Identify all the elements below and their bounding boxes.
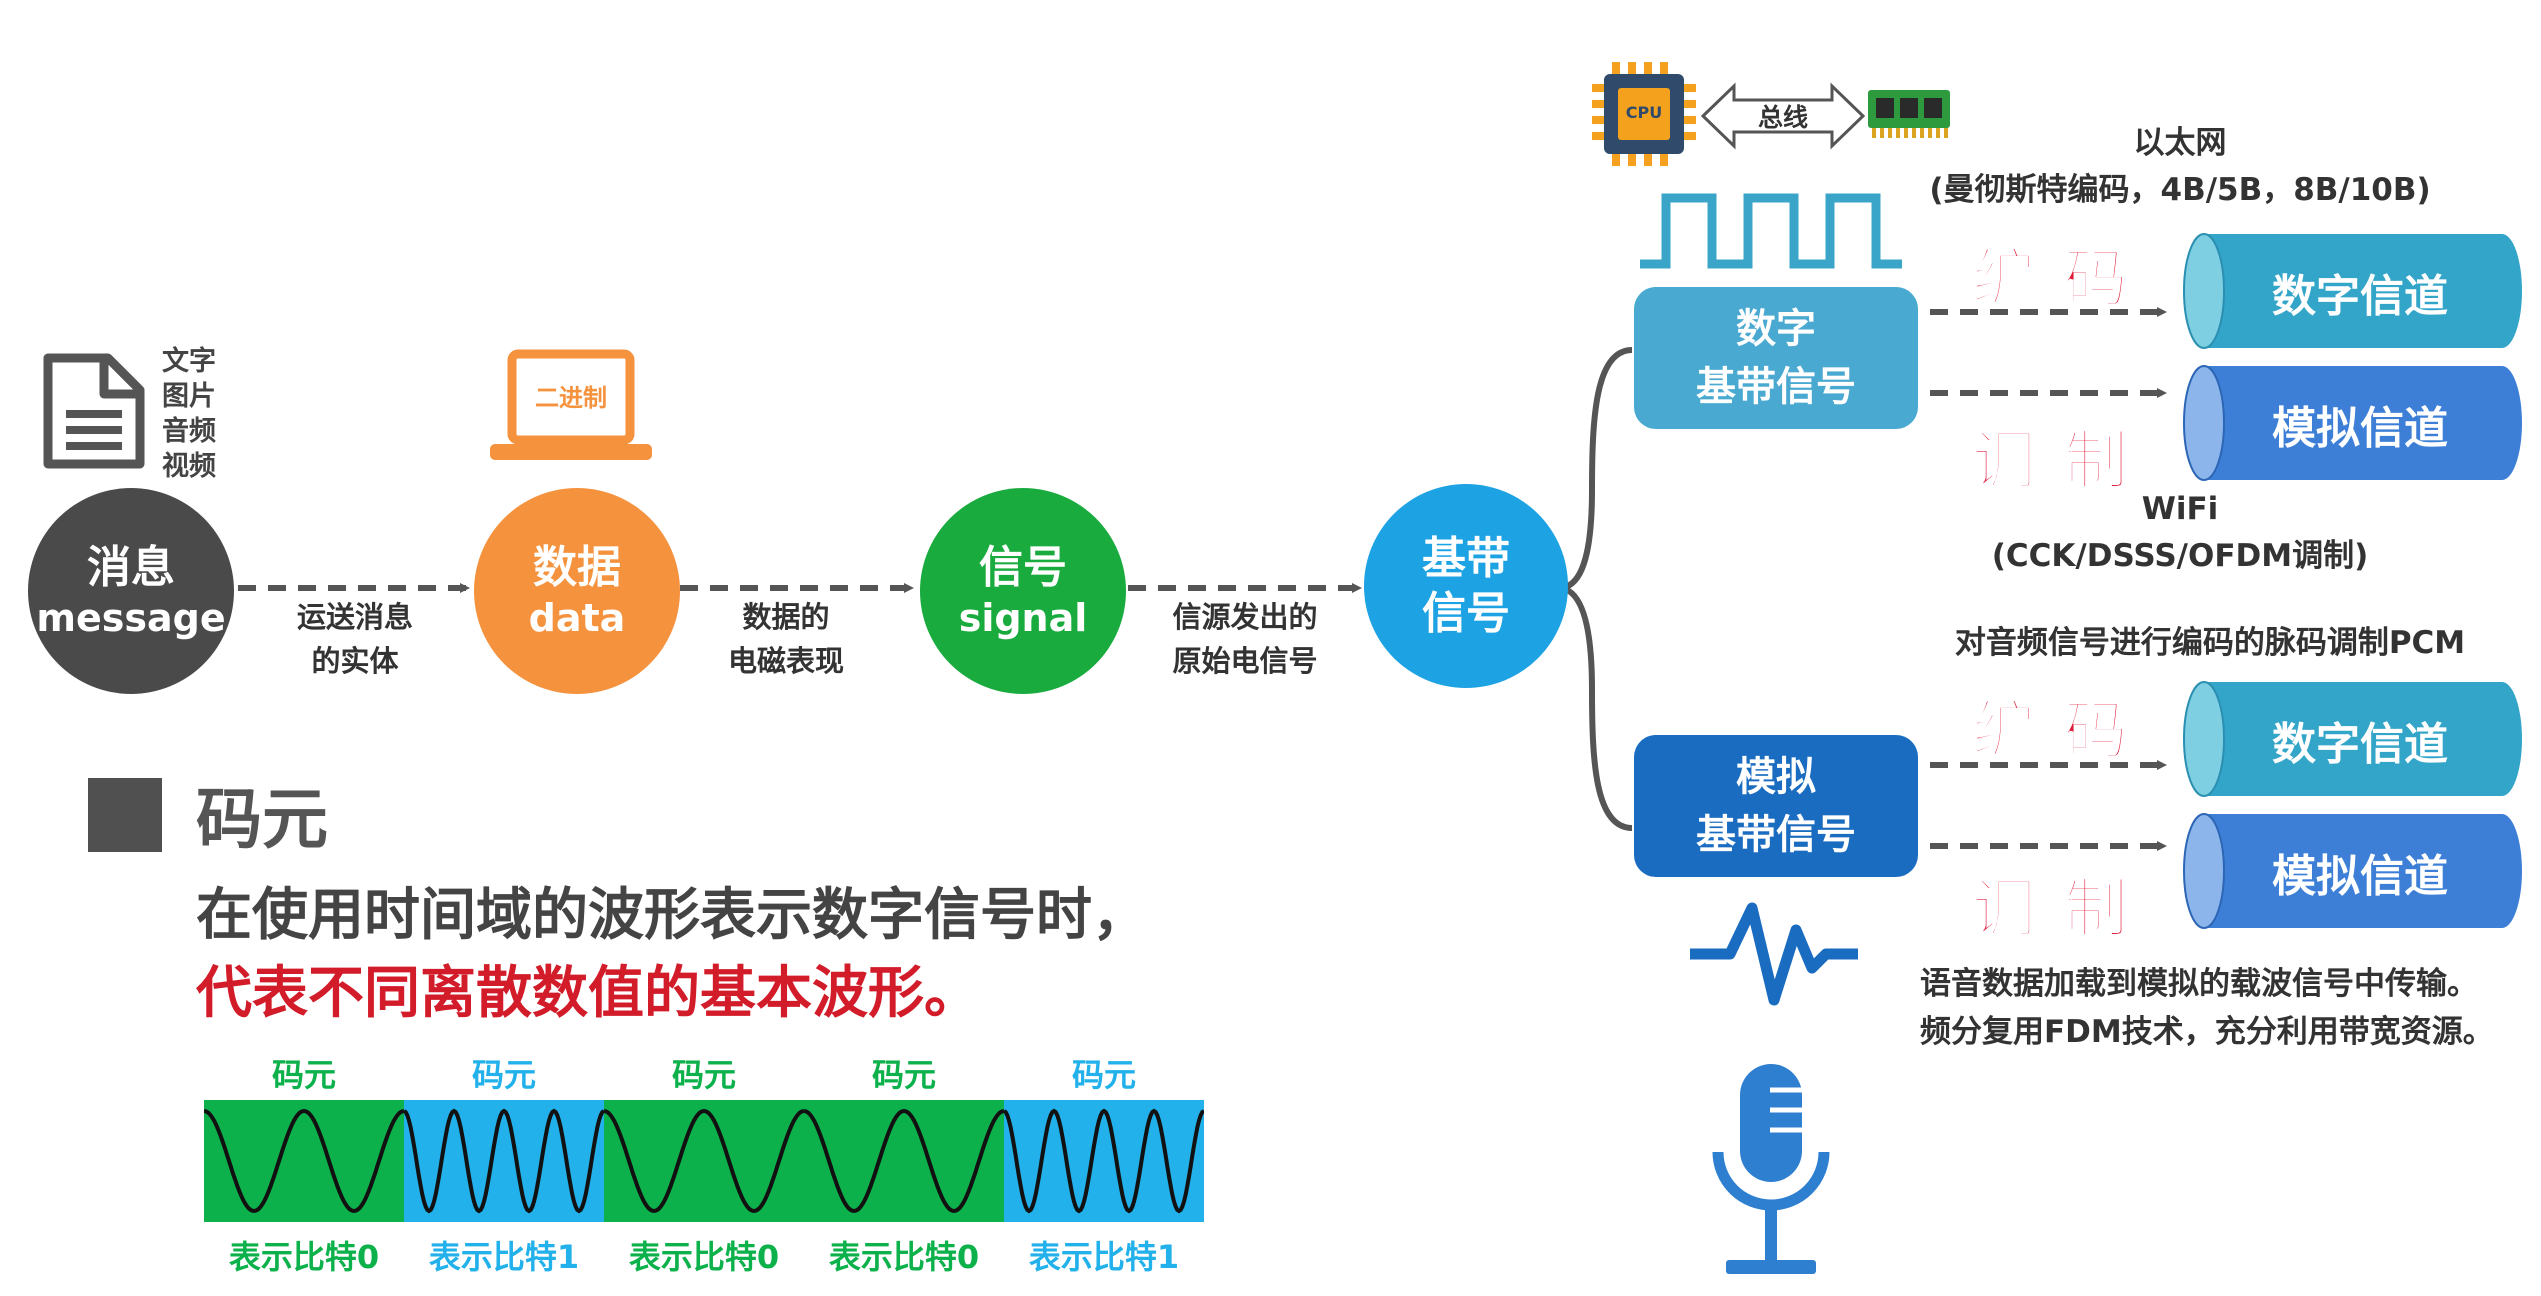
symbol-background-4	[804, 1100, 1004, 1222]
node-data-title: 数据	[533, 541, 621, 593]
node-data: 数据 data	[474, 488, 680, 694]
digital-channel-lower	[2183, 681, 2522, 797]
cpu-label: CPU	[1625, 103, 1663, 122]
wifi-title: WiFi	[2141, 491, 2219, 527]
bus-arrow-icon	[1700, 82, 1866, 150]
section-line1: 在使用时间域的波形表示数字信号时，	[196, 883, 1148, 948]
digital-baseband-box: 数字 基带信号	[1634, 287, 1918, 429]
symbol-bottom-label-2: 表示比特1	[428, 1238, 580, 1276]
encode-label-lower: 编码	[1971, 694, 2156, 770]
doc-type-audio: 音频	[162, 416, 216, 448]
edge-label-2-line1: 数据的	[742, 600, 830, 634]
symbol-bottom-label-4: 表示比特0	[828, 1238, 980, 1276]
symbol-bottom-label-5: 表示比特1	[1028, 1238, 1180, 1276]
analog-channel-upper	[2183, 365, 2522, 481]
node-signal: 信号 signal	[920, 488, 1126, 694]
analog-baseband-l2: 基带信号	[1696, 812, 1856, 858]
encode-label-upper: 编码	[1971, 242, 2156, 318]
cpu-icon	[1592, 62, 1696, 166]
digital-baseband-l1: 数字	[1736, 306, 1816, 352]
edge-label-1: 运送消息 的实体	[250, 596, 460, 683]
section-line2: 代表不同离散数值的基本波形。	[196, 961, 980, 1026]
laptop-label: 二进制	[535, 384, 607, 412]
symbol-top-label-2: 码元	[471, 1056, 536, 1094]
doc-type-text: 文字	[162, 346, 216, 377]
memory-icon	[1868, 90, 1950, 138]
symbol-wave-5	[1002, 1108, 1204, 1214]
symbol-top-label-4: 码元	[871, 1056, 936, 1094]
symbol-background-3	[604, 1100, 804, 1222]
node-baseband-l1: 基带	[1422, 533, 1510, 584]
doc-type-video: 视频	[162, 451, 216, 483]
node-data-subtitle: data	[528, 595, 626, 640]
microphone-icon	[1712, 1064, 1830, 1274]
analog-wave-icon	[1690, 902, 1858, 1006]
square-wave-icon	[1640, 193, 1902, 269]
modulate-label-lower: 调制	[1971, 872, 2156, 948]
wifi-detail: (CCK/DSSS/OFDM调制)	[1991, 537, 2369, 574]
voice-note-line1: 语音数据加载到模拟的载波信号中传输。	[1920, 966, 2478, 1002]
branch-brace	[1561, 347, 1633, 831]
symbol-bottom-label-1: 表示比特0	[228, 1238, 380, 1276]
laptop-icon	[490, 349, 652, 460]
document-icon	[43, 353, 145, 469]
digital-baseband-l2: 基带信号	[1696, 364, 1856, 410]
document-types: 文字 图片 音频 视频	[162, 344, 216, 484]
edge-label-2: 数据的 电磁表现	[686, 596, 886, 683]
analog-baseband-box: 模拟 基带信号	[1634, 735, 1918, 877]
symbol-background-5	[1004, 1100, 1204, 1222]
bus-label: 总线	[1757, 103, 1808, 132]
symbol-wave-4	[803, 1108, 1005, 1214]
node-signal-title: 信号	[979, 541, 1067, 593]
pcm-note: 对音频信号进行编码的脉码调制PCM	[1954, 625, 2466, 661]
analog-channel-upper-label: 模拟信道	[2272, 403, 2448, 454]
wifi-note: WiFi (CCK/DSSS/OFDM调制)	[1900, 486, 2460, 579]
symbol-background-1	[204, 1100, 404, 1222]
analog-baseband-l1: 模拟	[1736, 754, 1816, 800]
ethernet-detail: (曼彻斯特编码，4B/5B，8B/10B)	[1929, 171, 2431, 208]
symbol-top-label-1: 码元	[271, 1056, 336, 1094]
analog-channel-lower	[2183, 813, 2522, 929]
node-baseband-l2: 信号	[1422, 588, 1510, 639]
edge-label-2-line2: 电磁表现	[727, 643, 844, 678]
node-message-subtitle: message	[36, 595, 226, 640]
node-message-title: 消息	[87, 541, 175, 593]
edge-label-1-line2: 的实体	[311, 643, 399, 678]
symbol-top-label-5: 码元	[1071, 1056, 1136, 1094]
analog-channel-lower-label: 模拟信道	[2272, 851, 2448, 902]
symbol-top-label-3: 码元	[671, 1056, 736, 1094]
digital-channel-upper	[2183, 233, 2522, 349]
edge-label-3: 信源发出的 原始电信号	[1130, 596, 1360, 683]
symbol-wave-2	[402, 1108, 606, 1214]
symbol-waveform	[204, 1100, 1204, 1222]
symbol-wave-3	[603, 1108, 805, 1214]
node-signal-subtitle: signal	[958, 595, 1088, 640]
ethernet-title: 以太网	[2133, 125, 2227, 161]
symbol-wave-1	[204, 1108, 405, 1214]
symbol-background-2	[404, 1100, 604, 1222]
edge-label-3-line2: 原始电信号	[1172, 643, 1318, 678]
edge-label-3-line1: 信源发出的	[1172, 600, 1318, 634]
node-baseband: 基带 信号	[1364, 484, 1568, 688]
digital-channel-lower-label: 数字信道	[2272, 719, 2448, 770]
symbol-bottom-label-3: 表示比特0	[628, 1238, 780, 1276]
doc-type-image: 图片	[162, 381, 216, 413]
node-message: 消息 message	[28, 488, 234, 694]
modulate-label-upper: 调制	[1971, 424, 2156, 500]
voice-note: 语音数据加载到模拟的载波信号中传输。 频分复用FDM技术，充分利用带宽资源。	[1920, 960, 2535, 1056]
section-title: 码元	[196, 781, 328, 858]
ethernet-note: 以太网 (曼彻斯特编码，4B/5B，8B/10B)	[1890, 120, 2470, 213]
digital-channel-upper-label: 数字信道	[2272, 271, 2448, 322]
section-bullet	[88, 778, 162, 852]
edge-label-1-line1: 运送消息	[296, 600, 413, 634]
voice-note-line2: 频分复用FDM技术，充分利用带宽资源。	[1920, 1014, 2494, 1051]
